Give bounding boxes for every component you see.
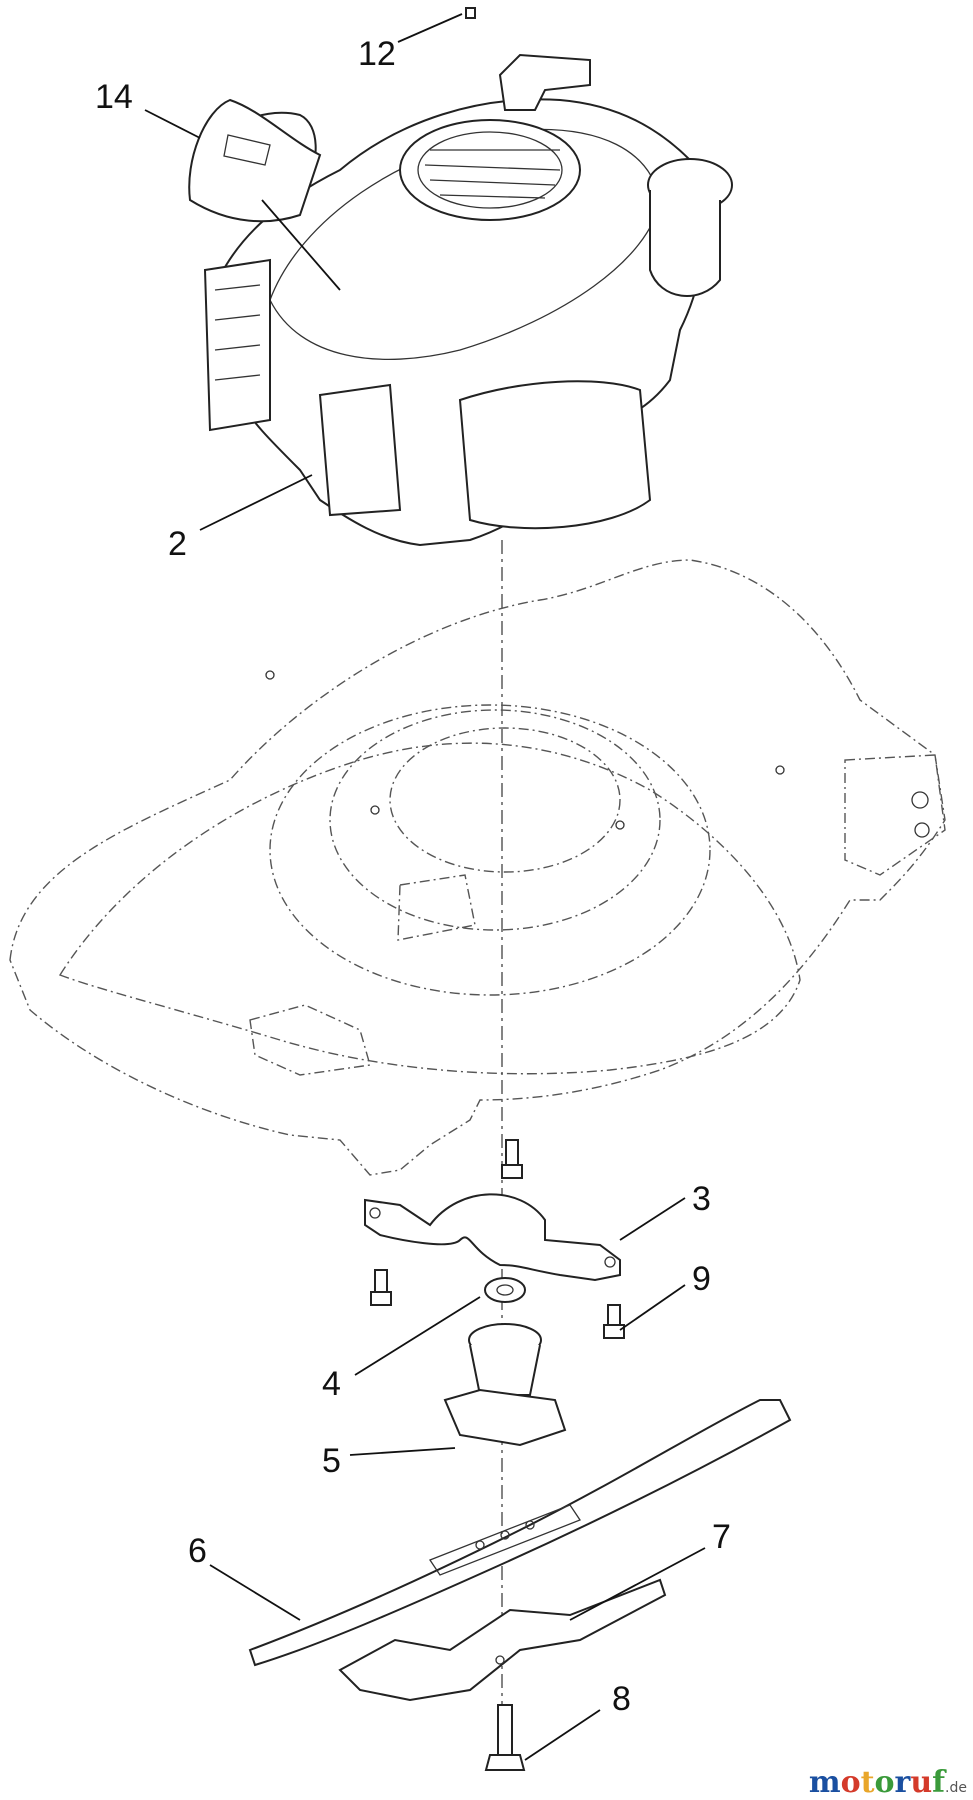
watermark-letter: o [840, 1765, 861, 1800]
blade-insert [338, 1578, 667, 1702]
leader-14 [144, 109, 201, 139]
watermark-letter: f [932, 1765, 946, 1800]
callout-7: 7 [712, 1518, 731, 1556]
leader-4 [354, 1296, 481, 1376]
leader-8 [524, 1709, 601, 1761]
blade-adapter [443, 1323, 567, 1447]
callout-4: 4 [322, 1365, 341, 1403]
callout-8: 8 [612, 1680, 631, 1718]
leader-7 [569, 1547, 706, 1621]
leader-6 [209, 1564, 301, 1621]
watermark-letter: r [894, 1765, 911, 1800]
callout-9: 9 [692, 1260, 711, 1298]
blade-brake-bracket [364, 1193, 621, 1282]
leader-9 [619, 1284, 686, 1331]
bracket-bolt-right [603, 1304, 625, 1339]
blade-bolt [484, 1704, 526, 1771]
watermark-letter: t [860, 1765, 875, 1800]
leader-3 [619, 1197, 686, 1241]
watermark-logo: motoruf.de [809, 1765, 967, 1800]
engine-decal [188, 98, 322, 223]
callout-3: 3 [692, 1180, 711, 1218]
callout-14: 14 [95, 78, 133, 116]
watermark-letter: o [874, 1765, 895, 1800]
mower-deck-phantom [9, 559, 946, 1176]
bracket-bolt-left [370, 1269, 392, 1306]
callout-2: 2 [168, 525, 187, 563]
watermark-tld: .de [945, 1780, 967, 1796]
mower-blade [248, 1399, 792, 1667]
watermark-letter: m [808, 1765, 841, 1800]
callout-5: 5 [322, 1442, 341, 1480]
small-nut [465, 7, 476, 19]
callout-12: 12 [358, 35, 396, 73]
watermark-letter: u [910, 1765, 933, 1800]
leader-5 [349, 1447, 456, 1456]
leader-2 [199, 474, 313, 531]
washer [484, 1277, 526, 1303]
callout-6: 6 [188, 1532, 207, 1570]
leader-12 [397, 13, 463, 43]
leader-14-b [261, 199, 341, 291]
deck-mount-bolt [501, 1139, 523, 1179]
